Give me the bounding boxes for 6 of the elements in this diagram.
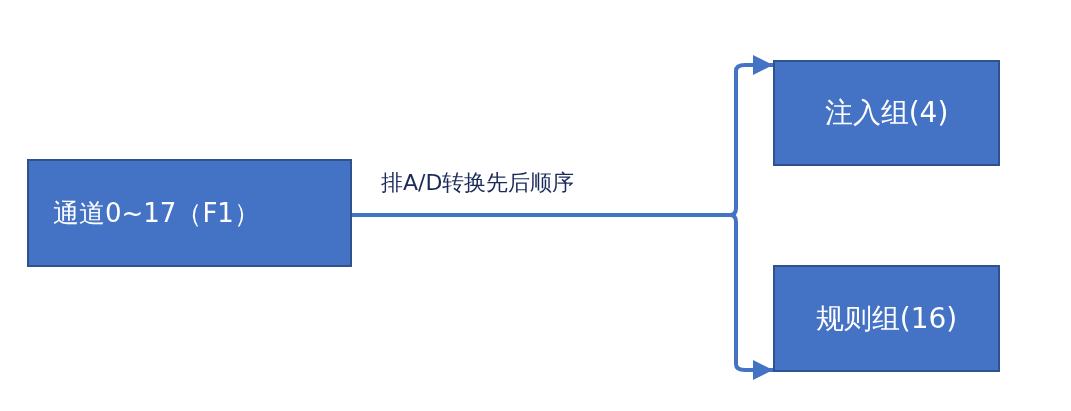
- process-box: [27, 159, 352, 267]
- box-label: 通道0~17（F1）: [53, 196, 260, 230]
- box-label: 规则组(16): [815, 300, 958, 337]
- process-box: [773, 265, 1000, 372]
- process-box: [773, 60, 1000, 166]
- box-label: 注入组(4): [824, 95, 949, 131]
